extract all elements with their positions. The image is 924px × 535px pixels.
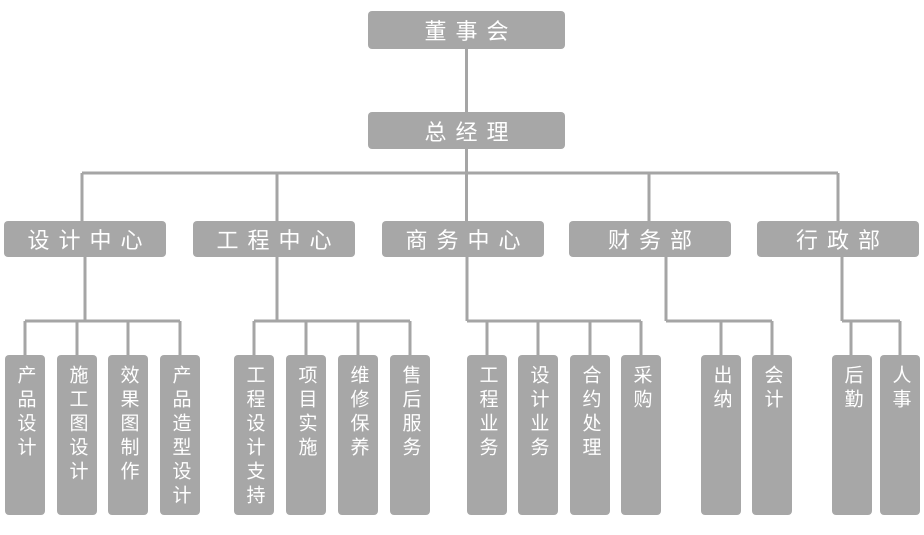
org-node-leaf-project-implementation: 项目实施 <box>286 355 326 515</box>
org-node-general-manager: 总经理 <box>368 112 565 149</box>
org-node-leaf-engineering-business: 工程业务 <box>467 355 507 515</box>
org-node-leaf-cashier: 出纳 <box>701 355 741 515</box>
org-node-leaf-hr: 人事 <box>880 355 920 515</box>
org-node-dept-design-center: 设计中心 <box>4 221 166 257</box>
org-node-leaf-product-modeling-design: 产品造型设计 <box>160 355 200 515</box>
org-node-leaf-accounting: 会计 <box>752 355 792 515</box>
org-node-leaf-product-design: 产品设计 <box>5 355 45 515</box>
org-node-dept-administration: 行政部 <box>757 221 919 257</box>
org-node-dept-business-center: 商务中心 <box>382 221 544 257</box>
org-node-leaf-procurement: 采购 <box>621 355 661 515</box>
org-node-leaf-engineering-design-support: 工程设计支持 <box>234 355 274 515</box>
org-node-leaf-design-business: 设计业务 <box>518 355 558 515</box>
org-node-leaf-rendering-production: 效果图制作 <box>108 355 148 515</box>
org-node-board-of-directors: 董事会 <box>368 11 565 49</box>
org-node-dept-finance: 财务部 <box>569 221 731 257</box>
org-node-leaf-logistics: 后勤 <box>832 355 872 515</box>
org-node-leaf-contract-processing: 合约处理 <box>570 355 610 515</box>
org-node-leaf-maintenance: 维修保养 <box>338 355 378 515</box>
org-node-leaf-construction-drawing-design: 施工图设计 <box>57 355 97 515</box>
org-node-leaf-after-sales-service: 售后服务 <box>390 355 430 515</box>
org-node-dept-engineering-center: 工程中心 <box>193 221 355 257</box>
